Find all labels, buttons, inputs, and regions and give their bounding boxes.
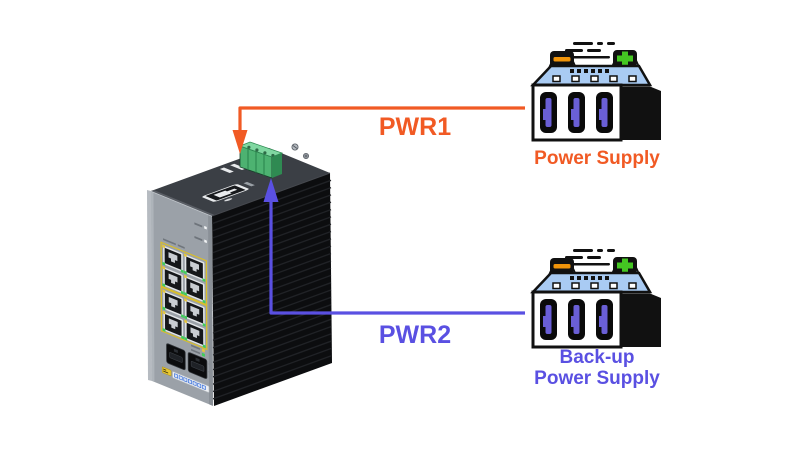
terminal-dividers <box>247 148 265 176</box>
pwr2-arrowhead <box>263 178 279 202</box>
switch-left-edge <box>147 190 152 381</box>
top-face-surface <box>151 147 331 216</box>
backup-psu-label-line2: Power Supply <box>534 368 660 389</box>
front-left-highlight <box>151 191 155 382</box>
console-rj45-icon <box>213 188 238 198</box>
switch-front-panel <box>151 191 213 406</box>
status-leds <box>194 222 207 244</box>
led-label-mark <box>194 222 203 228</box>
top-front-edge <box>151 190 215 216</box>
legend-text-mark <box>191 348 200 355</box>
pwr1-line <box>238 106 525 133</box>
backup-psu-label-line1: Back-up <box>560 347 635 368</box>
legend-green-dot <box>201 352 205 357</box>
model-label-glyphs <box>174 373 206 391</box>
pwr2-line <box>269 199 525 315</box>
pwr1-led <box>204 225 207 230</box>
sfp-number-marks <box>208 363 211 373</box>
reset-dot <box>224 198 233 202</box>
primary-psu-label: Power Supply <box>534 148 660 169</box>
backup-power-supply-icon <box>531 247 663 349</box>
switch-top-face <box>151 147 331 216</box>
port-group-outline <box>160 241 208 306</box>
pwr2-connection <box>263 178 525 315</box>
pwr1-arrowhead <box>232 130 248 154</box>
grounding-screws <box>291 143 309 159</box>
pwr1-label: PWR1 <box>379 113 451 141</box>
ground-point-icon <box>302 152 309 159</box>
power-terminal-block <box>238 141 284 179</box>
switch-illustration <box>147 141 332 406</box>
pwr2-led <box>204 239 207 244</box>
screw-slot <box>292 145 298 149</box>
led-legend <box>191 344 205 357</box>
front-top-edge <box>151 191 213 217</box>
warning-sticker-marks <box>163 368 169 374</box>
console-label-mark <box>243 181 255 187</box>
terminal-side <box>272 153 282 178</box>
ground-ring <box>304 154 308 158</box>
pwr1-connection <box>232 106 525 154</box>
front-right-shade <box>208 214 213 406</box>
primary-power-supply-icon <box>531 40 663 142</box>
led-label-mark <box>194 236 203 242</box>
port-group-caption-marks <box>163 238 185 249</box>
pwr2-label: PWR2 <box>379 321 451 349</box>
port-group-outline <box>160 286 208 351</box>
terminal-screw-holes <box>247 145 275 158</box>
legend-yellow-dot <box>201 348 205 353</box>
legend-text-mark <box>191 344 200 350</box>
